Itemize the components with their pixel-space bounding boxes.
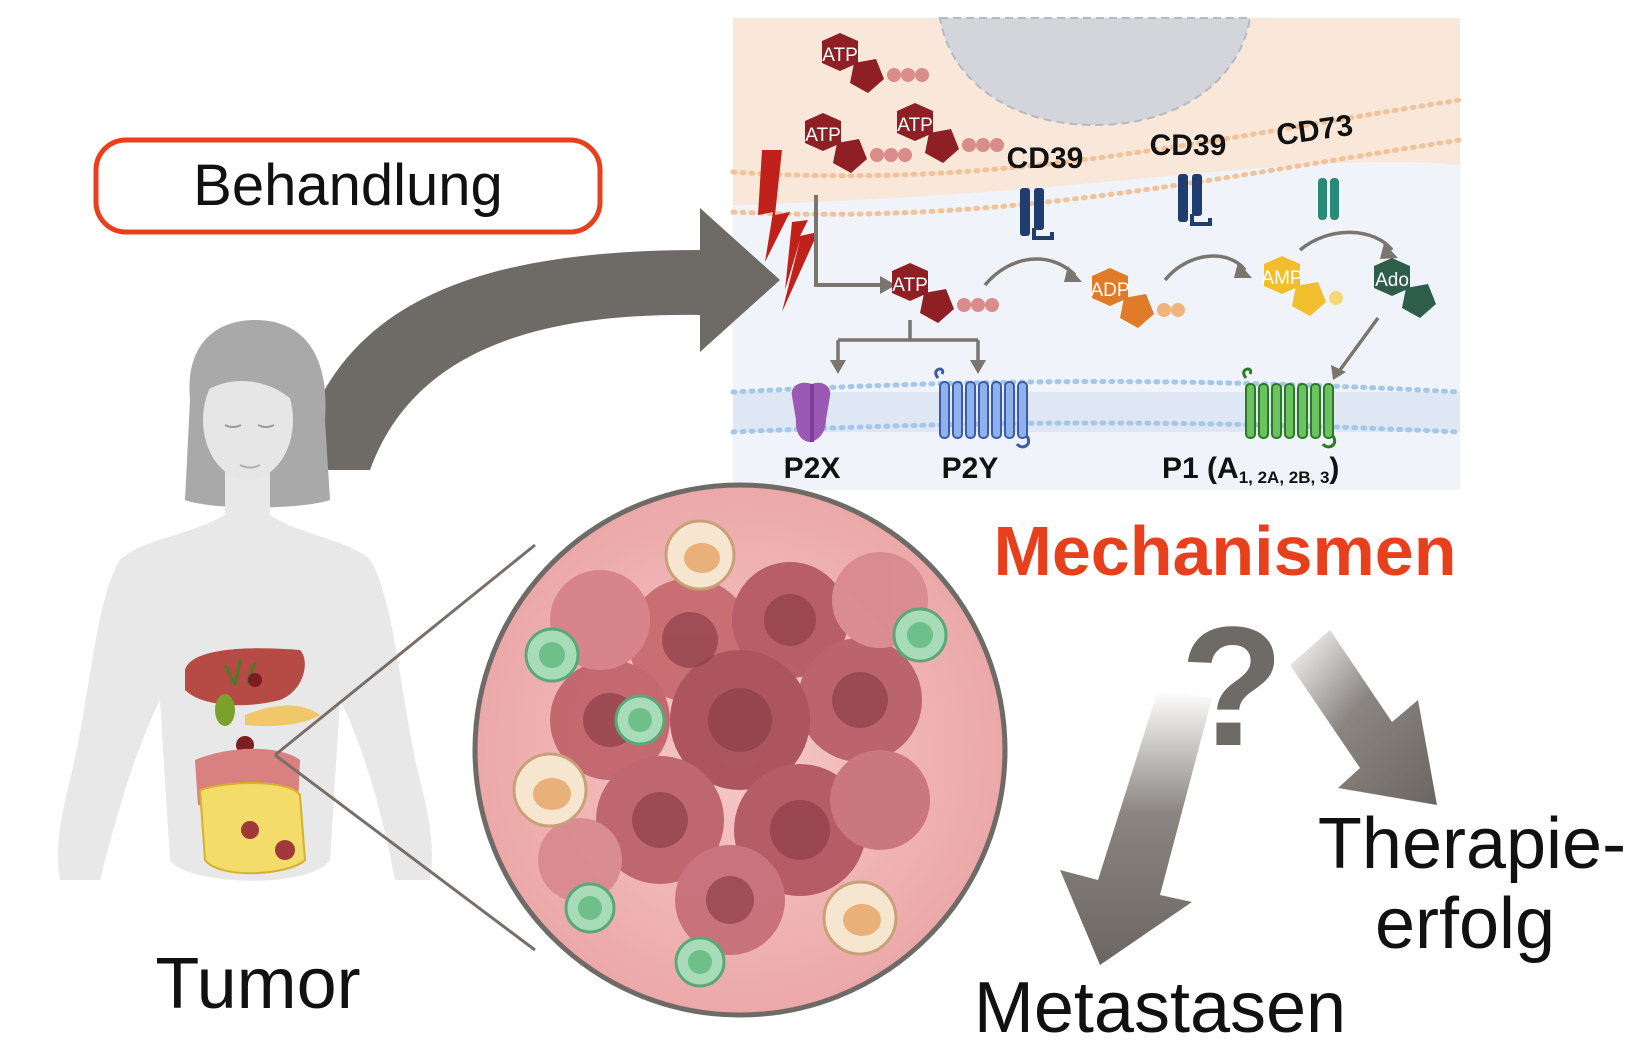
tumor-microenvironment	[472, 482, 1008, 1018]
treatment-arrow	[295, 208, 780, 470]
atp-label: ATP	[805, 125, 841, 146]
tumor-label: Tumor	[155, 944, 360, 1024]
therapy-success-label-line2: erfolg	[1375, 884, 1555, 964]
nucleus	[938, 17, 1252, 127]
atp-label: ATP	[897, 115, 933, 136]
macrophage-cells	[512, 519, 898, 956]
arrow-to-metastasis	[1060, 690, 1212, 965]
p2x-label: P2X	[784, 452, 841, 485]
therapy-success-label-line1: Therapie-	[1318, 804, 1626, 884]
p2x-receptor: P2X	[784, 382, 841, 485]
atp-molecule-3: ATP	[805, 113, 912, 173]
atp-molecule-1: ATP	[822, 33, 929, 93]
atp-molecule-2: ATP	[897, 103, 1004, 163]
atp-label: ATP	[892, 275, 928, 296]
amp-label: AMP	[1261, 268, 1302, 289]
zoom-lines	[274, 543, 536, 952]
cd39-label-2: CD39	[1150, 129, 1227, 162]
treatment-label: Behandlung	[193, 153, 503, 218]
abdominal-organs	[185, 648, 320, 875]
upper-membrane	[730, 97, 1463, 179]
amp-molecule: AMP	[1261, 256, 1343, 316]
p1-receptor: P1 (A1, 2A, 2B, 3)	[1162, 367, 1339, 487]
p2y-receptor: P2Y	[934, 367, 1031, 485]
adp-label: ADP	[1090, 280, 1129, 301]
p1-label: P1 (A1, 2A, 2B, 3)	[1162, 452, 1339, 487]
lower-membrane	[730, 379, 1463, 395]
human-figure	[58, 320, 432, 881]
p2y-label: P2Y	[942, 452, 999, 485]
atp-label: ATP	[822, 45, 858, 66]
ado-label: Ado	[1375, 270, 1409, 291]
immune-cells	[524, 607, 948, 988]
metastasis-label: Metastasen	[974, 968, 1346, 1048]
arrow-to-therapy	[1290, 630, 1437, 805]
pathway-panel: ATP ATP ATP ATP	[730, 17, 1463, 490]
adp-molecule: ADP	[1090, 268, 1185, 328]
treatment-box: Behandlung	[93, 137, 603, 235]
cd39-enzyme-1: CD39	[1007, 142, 1084, 240]
cd39-enzyme-2: CD39	[1150, 129, 1227, 226]
ado-molecule: Ado	[1374, 258, 1436, 318]
atp-molecule-released: ATP	[892, 263, 999, 323]
lightning-icon	[758, 150, 790, 262]
mechanisms-label: Mechanismen	[994, 512, 1457, 590]
cd39-label-1: CD39	[1007, 142, 1084, 175]
